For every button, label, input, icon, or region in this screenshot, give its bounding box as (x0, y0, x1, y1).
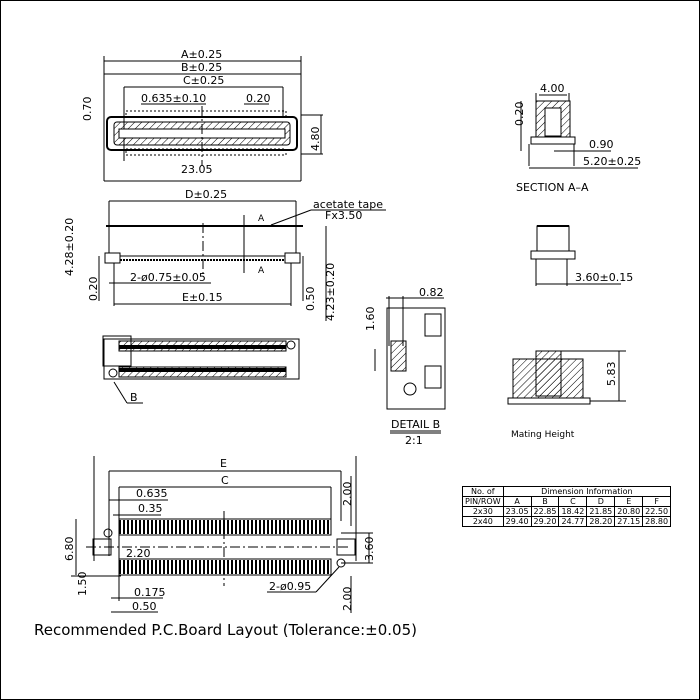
front-holes: 2-ø0.75±0.05 (130, 271, 206, 284)
cell: 27.15 (614, 516, 644, 527)
section-title: SECTION A–A (516, 181, 589, 194)
side-width: 3.60±0.15 (575, 271, 633, 284)
dim-height: 4.80 (309, 127, 322, 152)
dim-pin-width: 0.20 (246, 92, 271, 105)
table-row: 2x30 23.05 22.85 18.42 21.85 20.80 22.50 (462, 506, 672, 517)
pcb-offset-2: 0.50 (132, 600, 157, 613)
front-height-right: 4.23±0.20 (324, 263, 337, 321)
detail-title: DETAIL B (391, 418, 440, 431)
front-lead: 0.50 (304, 287, 317, 312)
table-header-title: Dimension Information (502, 486, 672, 497)
section-overall: 5.20±0.25 (583, 155, 641, 168)
pcb-pitch: 0.635 (136, 487, 168, 500)
col-e: E (614, 496, 644, 507)
bottom-view: B (102, 335, 300, 404)
table-header-left: No. of (462, 486, 504, 497)
front-height-left: 4.28±0.20 (63, 218, 76, 276)
top-view: A±0.25 B±0.25 C±0.25 0.635±0.10 0.20 0.7… (81, 48, 323, 182)
section-mark-top: A (258, 214, 265, 224)
dim-pitch: 0.635±0.10 (141, 92, 206, 105)
cell: 22.50 (642, 506, 672, 517)
dim-length: 23.05 (181, 163, 213, 176)
cell: 28.20 (586, 516, 616, 527)
section-a-a: 4.00 0.20 0.90 5.20±0.25 SECTION A–A (513, 82, 641, 194)
pcb-span: 6.80 (63, 537, 76, 562)
cell: 29.20 (530, 516, 560, 527)
side-view: 3.60±0.15 (530, 225, 633, 286)
section-lead: 0.90 (589, 138, 614, 151)
pcb-row-gap: 2.20 (126, 547, 151, 560)
row-pins: 2x40 (462, 516, 504, 527)
dim-c: C±0.25 (183, 74, 224, 87)
section-depth: 0.20 (513, 102, 526, 127)
cell: 29.40 (502, 516, 532, 527)
col-a: A (502, 496, 532, 507)
pcb-top-margin: 2.00 (341, 482, 354, 507)
table-header-pin-row: PIN/ROW (462, 496, 504, 507)
detail-dim-left: 1.60 (364, 307, 377, 332)
pcb-layout: E C 0.635 0.35 2.20 6.80 1.50 0.175 0.50… (34, 456, 417, 639)
dim-a: A±0.25 (181, 48, 222, 61)
dim-left-offset: 0.70 (81, 97, 94, 122)
detail-scale: 2:1 (405, 434, 423, 447)
mating-view: 5.83 Mating Height (507, 350, 626, 440)
dimension-table: No. of Dimension Information PIN/ROW A B… (462, 486, 672, 527)
front-view: D±0.25 acetate tape Fx3.50 A A 4.28±0.20… (63, 188, 386, 321)
mating-height: 5.83 (605, 362, 618, 387)
tape-label: acetate tape (313, 198, 383, 211)
cell: 23.05 (502, 506, 532, 517)
cell: 18.42 (558, 506, 588, 517)
pcb-pad-width: 0.35 (138, 502, 163, 515)
col-b: B (530, 496, 560, 507)
table-row: 2x40 29.40 29.20 24.77 28.20 27.15 28.80 (462, 516, 672, 527)
pcb-offset-1: 0.175 (134, 586, 166, 599)
pcb-c: C (221, 474, 229, 487)
header-no-of: No. of (471, 487, 495, 496)
cell: 21.85 (586, 506, 616, 517)
pcb-edge: 1.50 (76, 572, 89, 597)
section-width: 4.00 (540, 82, 565, 95)
detail-b: 0.82 1.60 DETAIL B 2:1 (364, 286, 446, 447)
col-c: C (558, 496, 588, 507)
row-pins: 2x30 (462, 506, 504, 517)
cell: 24.77 (558, 516, 588, 527)
front-width: D±0.25 (185, 188, 227, 201)
section-mark-bottom: A (258, 266, 265, 276)
front-base-width: E±0.15 (182, 291, 223, 304)
cell: 22.85 (530, 506, 560, 517)
pcb-bottom-margin: 2.00 (341, 587, 354, 612)
cell: 28.80 (642, 516, 672, 527)
col-d: D (586, 496, 616, 507)
detail-ref: B (130, 391, 138, 404)
col-f: F (642, 496, 672, 507)
mating-label: Mating Height (511, 430, 575, 440)
pcb-holes: 2-ø0.95 (269, 580, 311, 593)
front-standoff: 0.20 (87, 277, 100, 302)
detail-dim-top: 0.82 (419, 286, 444, 299)
tape-dim: Fx3.50 (325, 209, 362, 222)
pcb-title: Recommended P.C.Board Layout (Tolerance:… (34, 621, 417, 639)
cell: 20.80 (614, 506, 644, 517)
pcb-e: E (220, 457, 227, 470)
dim-b: B±0.25 (181, 61, 222, 74)
